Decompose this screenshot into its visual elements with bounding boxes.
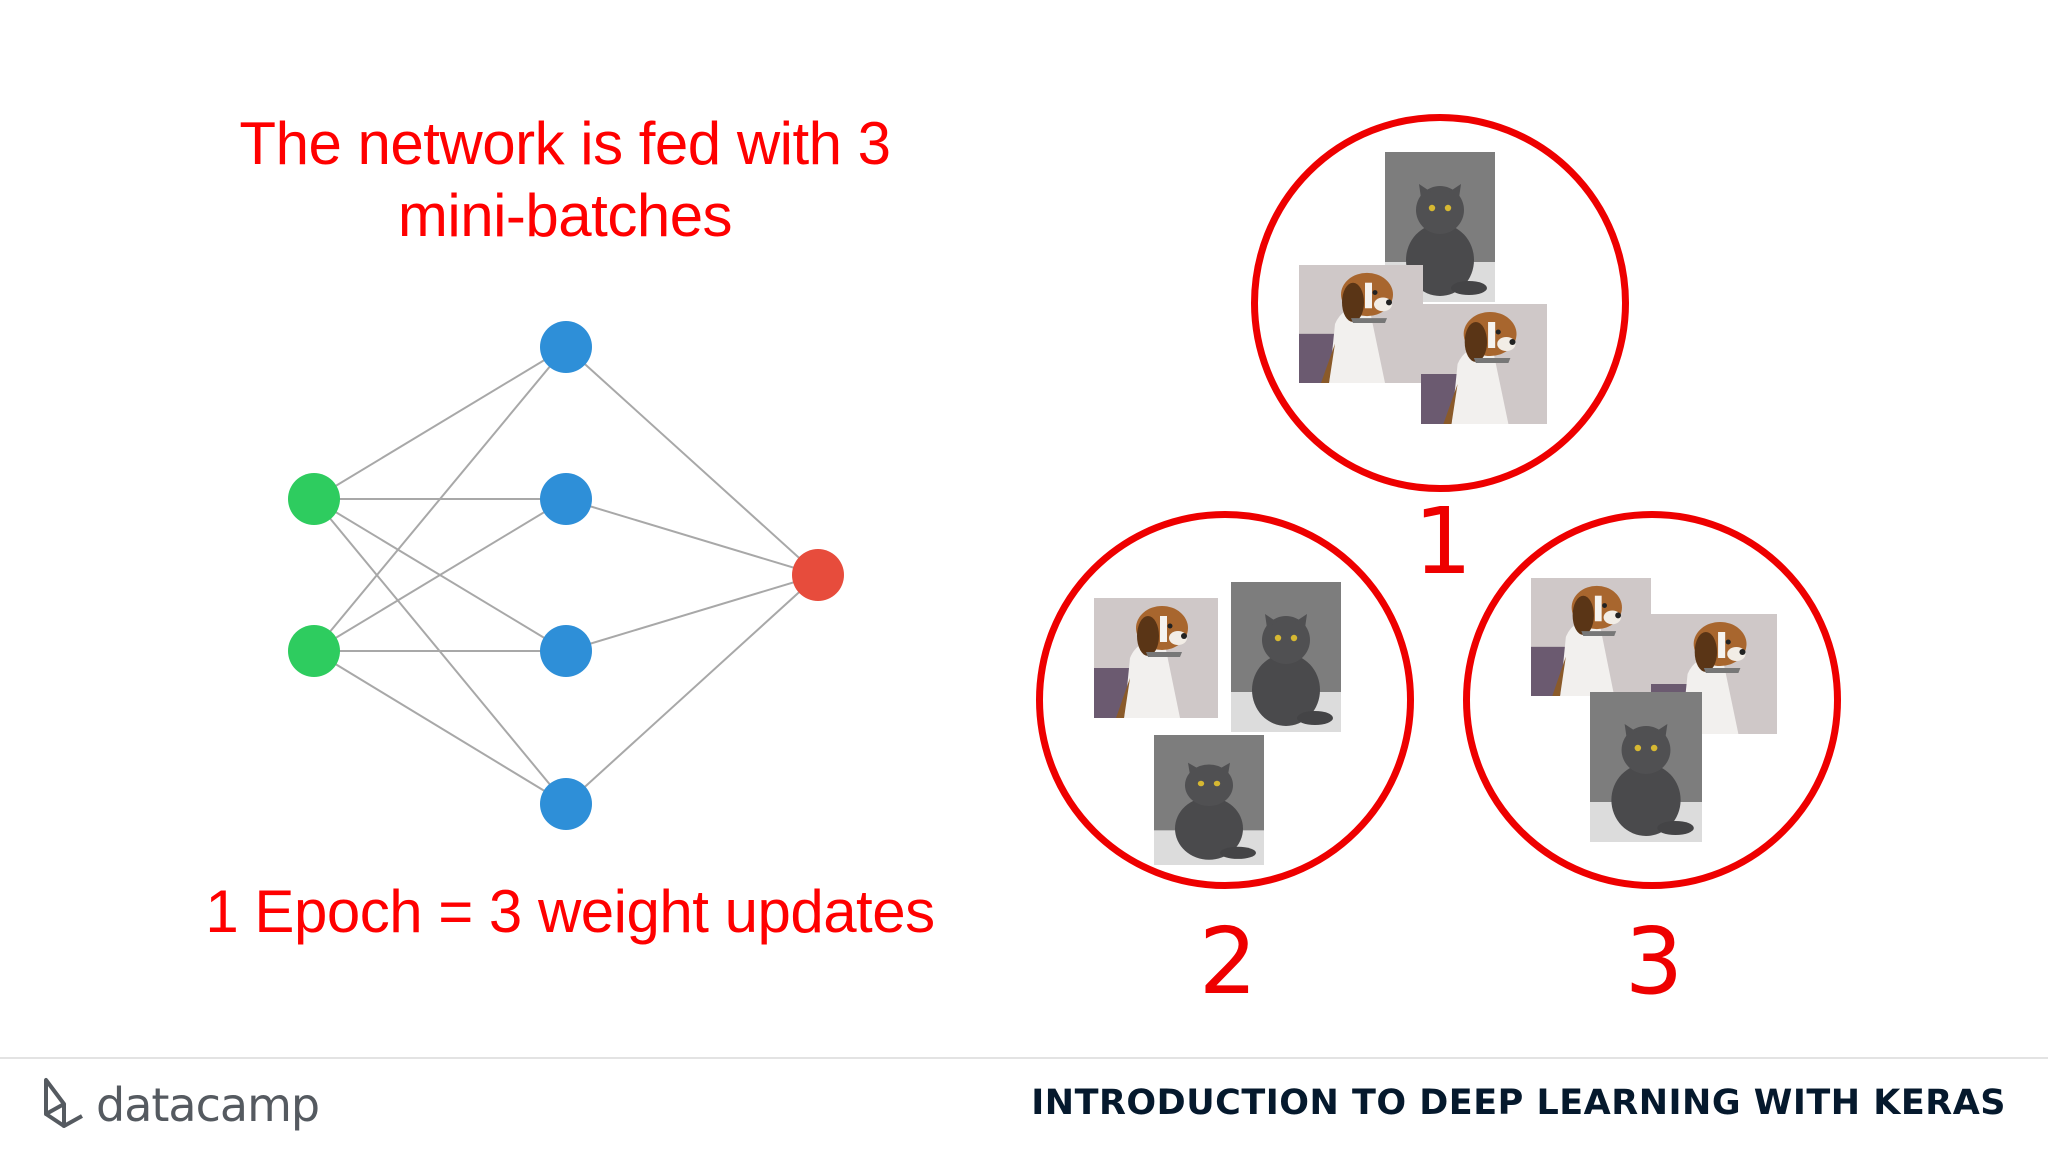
batch-1-circle	[1251, 114, 1629, 492]
batch-1-image-dog-b	[1421, 304, 1547, 424]
batch-3-number: 3	[1624, 908, 1684, 1015]
epoch-caption: 1 Epoch = 3 weight updates	[205, 878, 935, 945]
edge-input-1-to-hidden-1	[313, 346, 567, 500]
datacamp-logo[interactable]: datacamp	[42, 1075, 320, 1135]
batch-3-circle	[1463, 511, 1841, 889]
batch-3-image-dog-a	[1531, 578, 1651, 696]
edge-input-2-to-hidden-4	[313, 650, 567, 805]
edge-hidden-1-to-output-1	[565, 346, 819, 576]
headline: The network is fed with 3 mini-batches	[160, 108, 970, 252]
datacamp-logo-icon	[44, 1078, 83, 1128]
dog-photo-icon	[1531, 578, 1651, 696]
input-node-1	[288, 473, 340, 525]
edge-hidden-4-to-output-1	[565, 574, 819, 805]
dog-photo-icon	[1094, 598, 1218, 718]
dog-photo-icon	[1299, 265, 1423, 383]
footer-divider	[0, 1057, 2048, 1059]
hidden-node-4	[540, 778, 592, 830]
batch-2-image-cat-a	[1231, 582, 1341, 732]
network-edges	[313, 346, 819, 805]
edge-hidden-2-to-output-1	[565, 498, 819, 576]
batch-2-image-dog	[1094, 598, 1218, 718]
course-title: INTRODUCTION TO DEEP LEARNING WITH KERAS	[1031, 1083, 2006, 1123]
hidden-node-3	[540, 625, 592, 677]
headline-line-1: The network is fed with 3	[239, 110, 891, 177]
cat-photo-icon	[1154, 735, 1264, 865]
edge-input-2-to-hidden-2	[313, 498, 567, 652]
output-node-1	[792, 549, 844, 601]
batch-2-circle	[1036, 511, 1414, 889]
headline-line-2: mini-batches	[397, 182, 733, 249]
edge-input-2-to-hidden-1	[313, 346, 567, 652]
cat-photo-icon	[1231, 582, 1341, 732]
hidden-node-2	[540, 473, 592, 525]
neural-network-diagram	[288, 321, 844, 830]
input-node-2	[288, 625, 340, 677]
logo-text: datacamp	[96, 1078, 320, 1132]
batch-1-number: 1	[1413, 488, 1473, 595]
cat-photo-icon	[1590, 692, 1702, 842]
batch-2-number: 2	[1198, 908, 1258, 1015]
batch-3-image-cat	[1590, 692, 1702, 842]
dog-photo-icon	[1421, 304, 1547, 424]
slide: The network is fed with 3 mini-batches 1…	[160, 108, 1841, 1015]
network-nodes	[288, 321, 844, 830]
batch-1-image-dog-a	[1299, 265, 1423, 383]
hidden-node-1	[540, 321, 592, 373]
batch-2-image-cat-b	[1154, 735, 1264, 865]
edge-hidden-3-to-output-1	[565, 574, 819, 652]
